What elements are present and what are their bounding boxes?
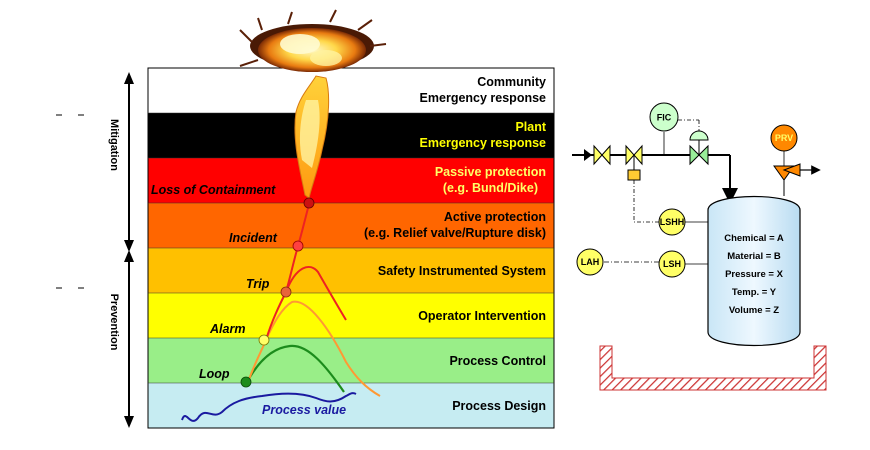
- bund-dike-hatch: [599, 345, 827, 391]
- alarm-dot: [258, 334, 270, 346]
- layer-band-7: [148, 383, 554, 428]
- lshh-label: LSHH: [660, 217, 685, 227]
- layer-label-active-1: Active protection: [444, 210, 546, 224]
- vessel-material: Material = B: [727, 251, 781, 262]
- prevention-arrow: [124, 250, 134, 428]
- mitigation-arrow: [124, 72, 134, 252]
- incident-dot: [292, 240, 304, 252]
- vessel-volume: Volume = Z: [729, 305, 779, 316]
- fire-plume-image: [239, 9, 387, 199]
- lsh-label: LSH: [663, 259, 681, 269]
- loss-of-containment-label: Loss of Containment: [151, 183, 276, 197]
- loop-dot: [240, 376, 252, 388]
- layer-band-0: [148, 68, 554, 113]
- layer-band-6: [148, 338, 554, 383]
- vessel-temp: Temp. = Y: [732, 287, 777, 298]
- alarm-curve-line: [247, 300, 381, 397]
- layer-label-passive-2: (e.g. Bund/Dike): [443, 181, 538, 195]
- incident-label: Incident: [229, 231, 278, 245]
- layer-band-1: [148, 113, 554, 158]
- prv-instrument: [770, 124, 798, 152]
- lsh-instrument: [658, 250, 686, 278]
- process-value-line: [181, 392, 357, 422]
- layer-band-5: [148, 293, 554, 338]
- layer-band-4: [148, 248, 554, 293]
- fic-instrument: [649, 102, 679, 132]
- loss-of-containment-dot: [303, 197, 315, 209]
- loop-label: Loop: [199, 367, 230, 381]
- loop-curve-line: [245, 344, 345, 393]
- process-vessel: [707, 195, 801, 347]
- layer-label-plant-1: Plant: [515, 120, 546, 134]
- alarm-label: Alarm: [209, 322, 245, 336]
- layer-label-plant-2: Emergency response: [420, 136, 546, 150]
- layer-label-community-1: Community: [477, 75, 546, 89]
- vessel-pressure: Pressure = X: [725, 269, 783, 280]
- trip-dot: [280, 286, 292, 298]
- lah-instrument: [576, 248, 604, 276]
- fic-label: FIC: [657, 113, 672, 123]
- trip-label: Trip: [246, 277, 270, 291]
- lah-label: LAH: [581, 257, 600, 267]
- prv-label: PRV: [775, 133, 793, 143]
- layer-label-community-2: Emergency response: [420, 91, 546, 105]
- layer-stack: [147, 67, 555, 429]
- layer-label-active-2: (e.g. Relief valve/Rupture disk): [364, 226, 546, 240]
- trip-curve-line: [265, 266, 347, 341]
- control-valve: [689, 130, 709, 166]
- vessel-chemical: Chemical = A: [724, 233, 784, 244]
- lshh-instrument: [658, 208, 686, 236]
- layer-label-process-control: Process Control: [449, 354, 546, 368]
- prevention-label: Prevention: [108, 294, 120, 351]
- manual-valve-1: [593, 144, 611, 166]
- layer-label-operator: Operator Intervention: [418, 309, 546, 323]
- layer-band-3: [148, 203, 554, 248]
- layer-band-2: [148, 158, 554, 203]
- pid-schematic: FIC Chemical = A Material = B Pressure =…: [572, 102, 827, 391]
- mitigation-label: Mitigation: [108, 119, 120, 171]
- layer-label-process-design: Process Design: [452, 399, 546, 413]
- process-value-label: Process value: [262, 403, 346, 417]
- layer-label-sis: Safety Instrumented System: [378, 264, 546, 278]
- layer-label-passive-1: Passive protection: [435, 165, 546, 179]
- dash-marks: [56, 114, 84, 289]
- manual-valve-2: [625, 144, 643, 181]
- layer-labels: Community Emergency response Plant Emerg…: [364, 75, 547, 413]
